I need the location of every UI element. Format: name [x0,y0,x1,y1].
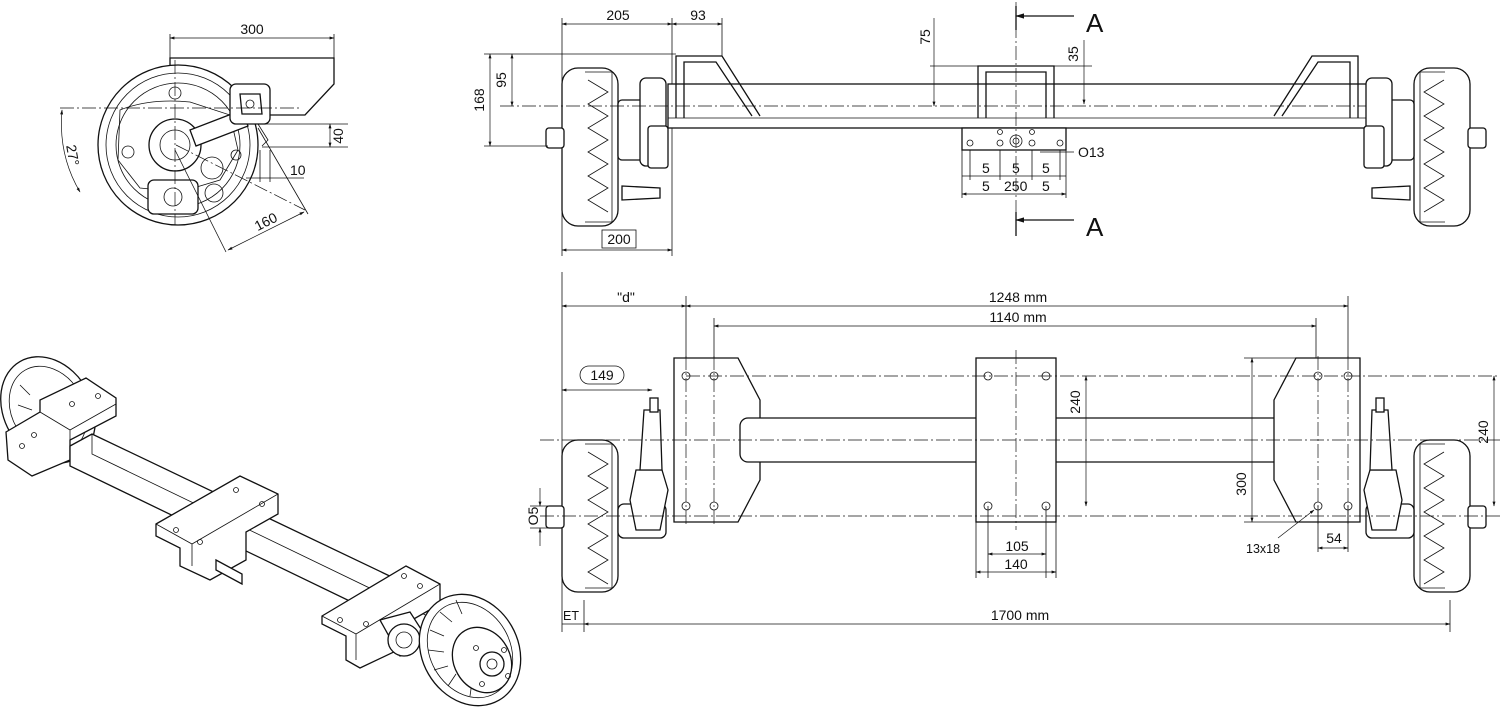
side-dim-10: 10 [290,162,306,178]
front-dim-240-center: 240 [1067,390,1083,414]
front-dim-54: 54 [1326,530,1342,546]
top-dim-200: 200 [607,231,631,247]
isometric-view [0,356,522,707]
front-dim-et: ET [563,609,579,623]
front-dim-slot: 13x18 [1246,542,1280,556]
top-dim-95: 95 [493,72,509,88]
side-dim-angle: 27° [63,143,82,167]
bracket-dim-c: 5 [1042,160,1050,176]
front-dim-1248: 1248 mm [989,289,1047,305]
side-view: 300 27° 40 [60,21,348,253]
front-dim-105: 105 [1005,538,1029,554]
top-view: 205 93 [471,2,1487,256]
section-label-top: A [1086,8,1104,38]
front-dim-1140: 1140 mm [989,309,1046,325]
side-dim-40: 40 [330,128,346,144]
section-label-bottom: A [1086,212,1104,242]
top-dim-168: 168 [471,88,487,112]
front-dim-240-right: 240 [1475,420,1491,444]
front-dim-1700: 1700 mm [991,607,1049,623]
front-view: "d" 1248 mm 1140 mm 149 [525,272,1500,632]
front-dim-o5: O5 [525,506,541,525]
bracket-dim-250: 250 [1004,178,1028,194]
bracket-dim-a: 5 [982,160,990,176]
front-dim-300: 300 [1233,472,1249,496]
top-dim-205: 205 [606,7,630,23]
front-dim-149: 149 [590,367,614,383]
side-dim-160: 160 [252,209,280,234]
top-dim-93: 93 [690,7,706,23]
bracket-dim-d: 5 [982,178,990,194]
hole-label: O13 [1078,144,1105,160]
front-dim-d: "d" [617,289,635,305]
bracket-dim-e: 5 [1042,178,1050,194]
top-dim-75: 75 [917,29,933,45]
side-dim-300: 300 [240,21,264,37]
bracket-dim-b: 5 [1012,160,1020,176]
front-dim-140: 140 [1004,556,1028,572]
top-dim-35: 35 [1065,46,1081,62]
